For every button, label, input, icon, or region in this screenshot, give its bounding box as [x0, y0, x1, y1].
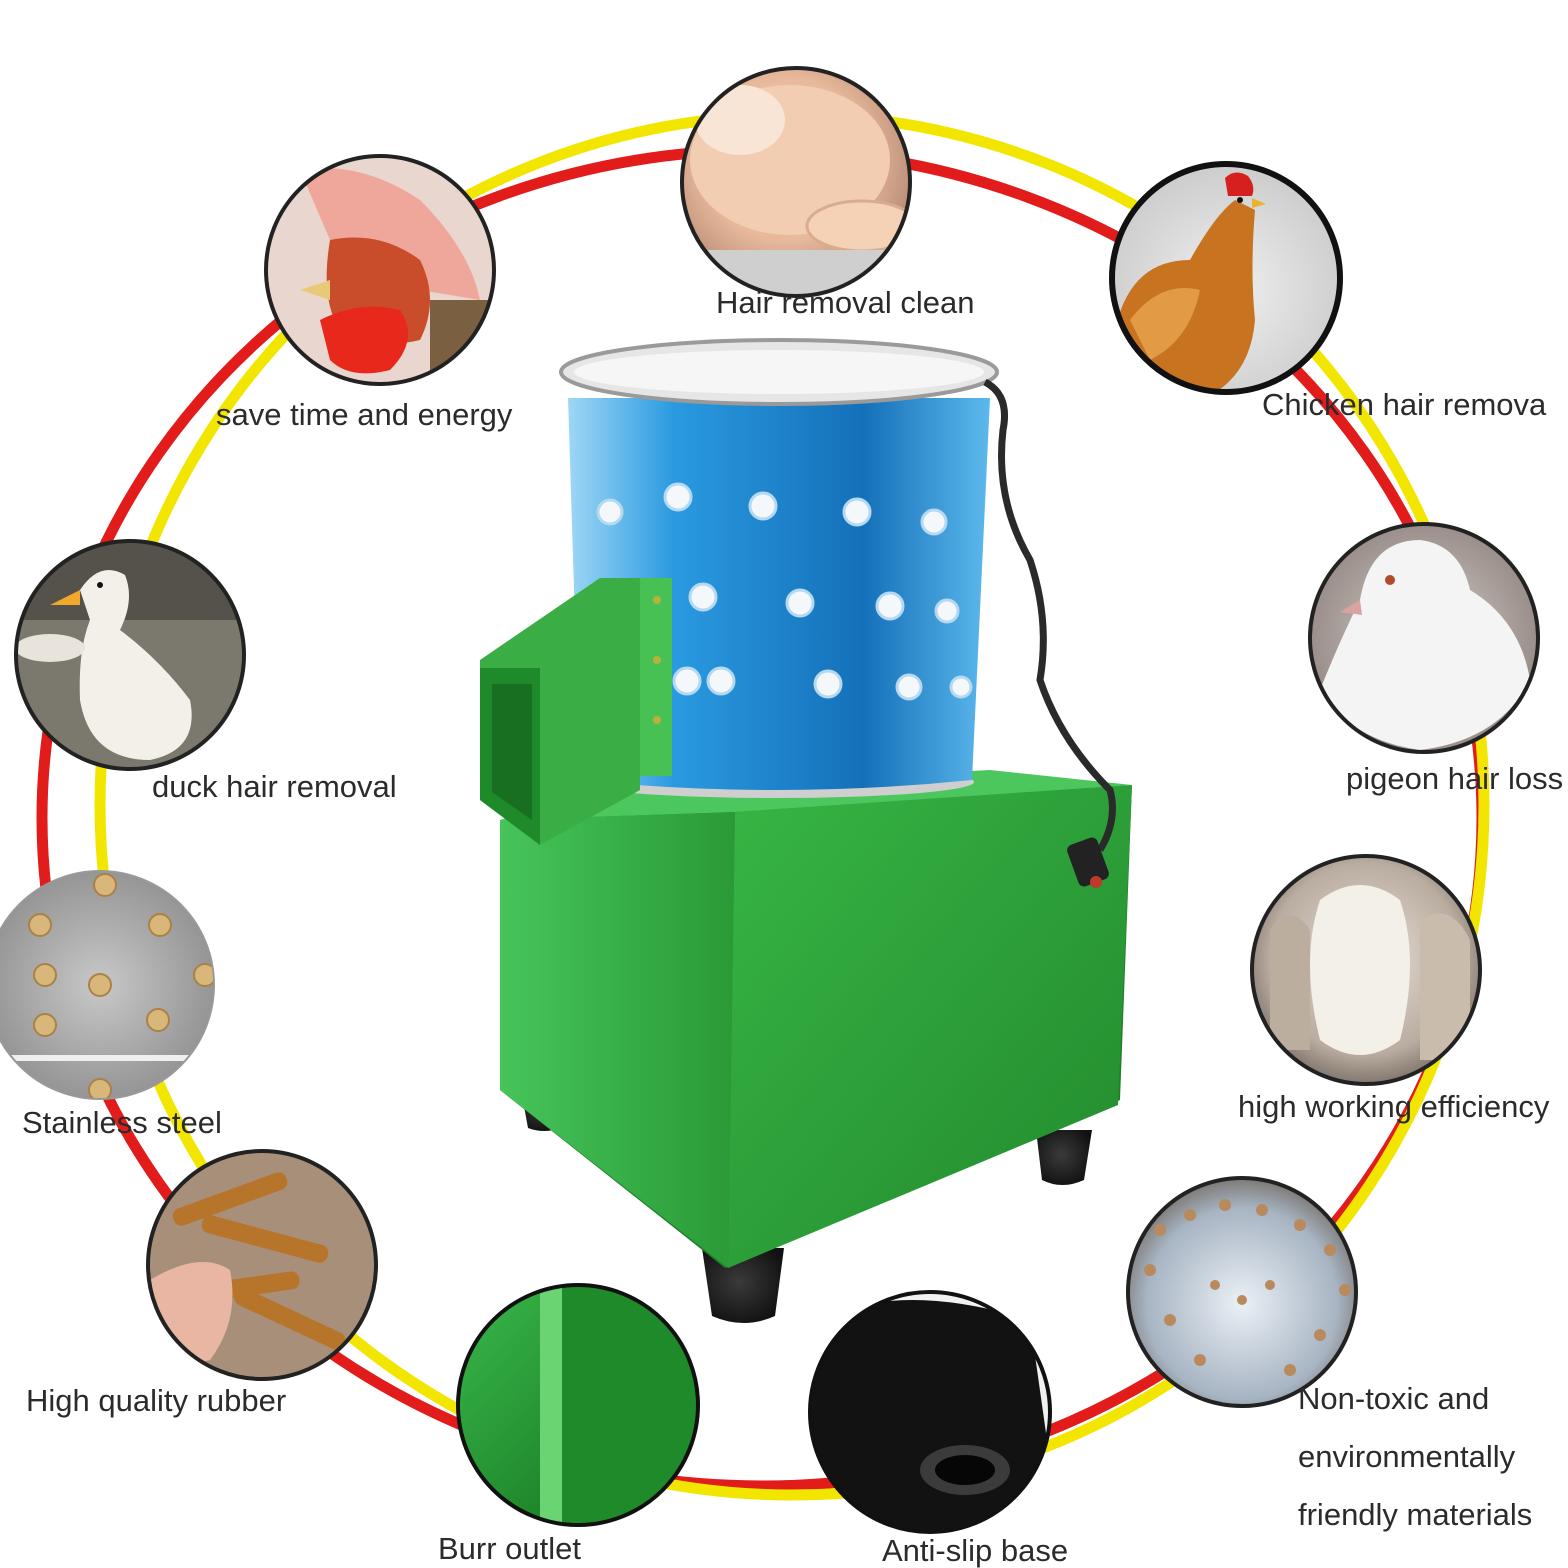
- photo-non-toxic: [1126, 1176, 1358, 1408]
- photo-hair-removal-clean: [680, 66, 912, 298]
- photo-anti-slip-base: [808, 1290, 1052, 1534]
- photo-pigeon: [1308, 522, 1540, 754]
- power-cord: [983, 378, 1116, 852]
- photo-save-time: [264, 154, 496, 386]
- machine-base-front: [728, 785, 1132, 1268]
- rubber-foot-front: [702, 1248, 784, 1323]
- label-high-quality-rubber: High quality rubber: [26, 1383, 287, 1418]
- rubber-foot-back: [1036, 1130, 1092, 1185]
- label-non-toxic-line-2: environmentally: [1298, 1439, 1516, 1474]
- photo-burr-outlet: [456, 1283, 700, 1527]
- photo-high-efficiency: [1250, 854, 1482, 1086]
- label-non-toxic-line-3: friendly materials: [1298, 1497, 1533, 1532]
- photo-chicken: [1109, 161, 1343, 395]
- photo-rubber: [146, 1149, 378, 1381]
- label-high-efficiency: high working efficiency: [1238, 1089, 1550, 1124]
- plucker-machine: [480, 338, 1132, 1323]
- photo-stainless-steel: [0, 870, 215, 1100]
- label-chicken-hair-removal: Chicken hair remova: [1262, 387, 1547, 422]
- label-anti-slip-base: Anti-slip base: [882, 1533, 1069, 1568]
- photo-duck: [14, 539, 246, 771]
- machine-base-side: [500, 812, 735, 1268]
- label-non-toxic-line-1: Non-toxic and: [1298, 1381, 1490, 1416]
- label-non-toxic: Non-toxic and environmentally friendly m…: [1298, 1370, 1532, 1544]
- label-pigeon-hair-loss: pigeon hair loss: [1346, 761, 1564, 796]
- label-stainless-steel: Stainless steel: [22, 1105, 222, 1140]
- label-save-time: save time and energy: [216, 397, 513, 432]
- label-hair-removal-clean: Hair removal clean: [716, 285, 975, 320]
- bucket-fingers: [596, 482, 973, 701]
- label-burr-outlet: Burr outlet: [438, 1531, 582, 1566]
- label-duck-hair-removal: duck hair removal: [152, 769, 397, 804]
- power-switch-icon: [1067, 837, 1109, 887]
